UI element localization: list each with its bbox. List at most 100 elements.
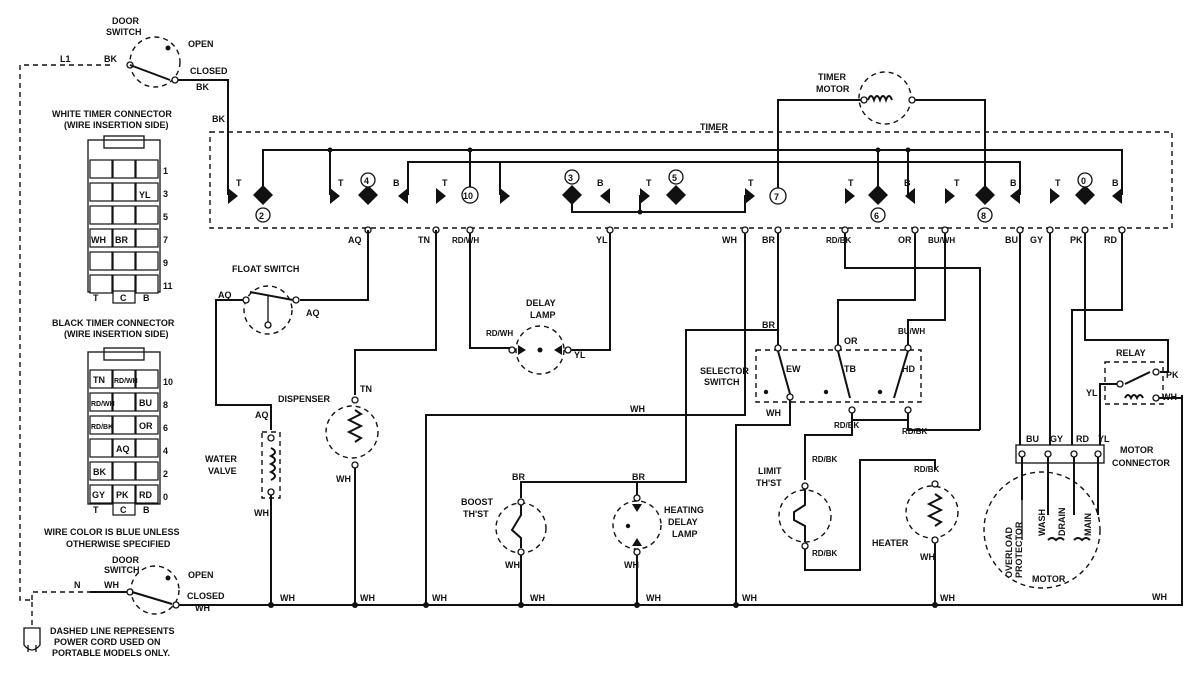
svg-text:WIRE COLOR IS BLUE UNLESS: WIRE COLOR IS BLUE UNLESS [44,527,180,537]
svg-text:PORTABLE MODELS ONLY.: PORTABLE MODELS ONLY. [52,648,170,658]
svg-text:BR: BR [632,472,645,482]
svg-text:CLOSED: CLOSED [187,591,225,601]
svg-text:(WIRE INSERTION SIDE): (WIRE INSERTION SIDE) [64,329,169,339]
svg-text:OTHERWISE SPECIFIED: OTHERWISE SPECIFIED [66,539,171,549]
heater: RD/BK HEATER WH [872,465,959,605]
svg-text:7: 7 [774,192,779,202]
door-switch-top: DOOR SWITCH OPEN CLOSED L1 BK BK BK [60,16,229,130]
svg-text:BR: BR [762,235,775,245]
delay-lamp: DELAY LAMP RD/WH YL [469,233,611,375]
svg-text:B: B [143,293,150,303]
svg-text:T: T [93,505,99,515]
svg-text:7: 7 [163,235,168,245]
svg-text:RD/WH: RD/WH [91,401,115,408]
svg-text:SELECTOR: SELECTOR [700,366,749,376]
svg-text:WH: WH [280,593,295,603]
svg-text:PROTECTOR: PROTECTOR [1014,521,1024,578]
svg-text:RD/BK: RD/BK [812,455,838,464]
svg-text:YL: YL [1098,434,1110,444]
svg-text:LAMP: LAMP [672,529,698,539]
svg-text:T: T [954,178,960,188]
heating-delay-lamp: BR HEATING DELAY LAMP WH [612,472,704,605]
svg-text:WHITE TIMER CONNECTOR: WHITE TIMER CONNECTOR [52,109,172,119]
svg-text:TH'ST: TH'ST [756,478,782,488]
svg-text:AQ: AQ [255,410,269,420]
svg-text:PK: PK [1070,235,1083,245]
svg-text:WH: WH [646,593,661,603]
svg-text:WH: WH [630,404,645,414]
svg-text:TN: TN [418,235,430,245]
svg-text:CLOSED: CLOSED [190,66,228,76]
svg-text:BR: BR [115,235,128,245]
svg-text:DASHED LINE REPRESENTS: DASHED LINE REPRESENTS [50,626,175,636]
svg-text:B: B [1010,178,1017,188]
svg-text:8: 8 [163,400,168,410]
svg-text:T: T [236,178,242,188]
svg-text:OVERLOAD: OVERLOAD [1004,526,1014,578]
svg-text:LAMP: LAMP [530,310,556,320]
svg-text:6: 6 [874,211,879,221]
svg-text:RD/BK: RD/BK [902,427,928,436]
svg-text:0: 0 [1081,176,1086,186]
neutral-rail: WH WH WH WH WH WH WH [179,395,1183,608]
svg-text:T: T [338,178,344,188]
svg-text:DRAIN: DRAIN [1057,508,1067,537]
svg-text:MAIN: MAIN [1083,513,1093,536]
wh-wire: WH [425,233,746,605]
svg-text:RD/BK: RD/BK [91,424,113,431]
svg-text:WH: WH [920,552,935,562]
svg-text:TH'ST: TH'ST [463,509,489,519]
svg-text:1: 1 [163,166,168,176]
svg-text:WATER: WATER [205,454,237,464]
svg-text:B: B [393,178,400,188]
svg-text:AQ: AQ [218,290,232,300]
svg-text:WH: WH [360,593,375,603]
svg-text:3: 3 [568,173,573,183]
white-timer-connector: WHITE TIMER CONNECTOR (WIRE INSERTION SI… [52,109,173,304]
svg-text:BU: BU [1026,434,1039,444]
svg-text:BR: BR [762,320,775,330]
svg-text:WH: WH [432,593,447,603]
svg-text:MOTOR: MOTOR [816,84,850,94]
svg-text:RD/WH: RD/WH [486,329,513,338]
svg-text:YL: YL [1086,388,1098,398]
svg-text:CONNECTOR: CONNECTOR [1112,458,1170,468]
svg-text:GY: GY [92,490,105,500]
svg-text:9: 9 [163,258,168,268]
svg-text:WH: WH [104,580,119,590]
svg-text:RD: RD [139,490,152,500]
svg-text:L1: L1 [60,54,71,64]
svg-text:T: T [1055,178,1061,188]
svg-text:DOOR: DOOR [112,555,140,565]
svg-text:SWITCH: SWITCH [104,565,140,575]
svg-text:B: B [1112,178,1119,188]
svg-text:4: 4 [364,176,369,186]
svg-text:OR: OR [898,235,912,245]
svg-text:RD: RD [1076,434,1089,444]
cord-note: DASHED LINE REPRESENTS POWER CORD USED O… [50,626,175,658]
svg-text:WH: WH [624,560,639,570]
svg-text:WH: WH [336,474,351,484]
svg-text:8: 8 [981,211,986,221]
svg-text:YL: YL [139,190,151,200]
svg-text:MOTOR: MOTOR [1032,574,1066,584]
wire-color-note: WIRE COLOR IS BLUE UNLESS OTHERWISE SPEC… [44,527,180,549]
svg-text:AQ: AQ [116,444,130,454]
svg-text:T: T [748,178,754,188]
svg-text:OR: OR [844,336,858,346]
svg-text:BOOST: BOOST [461,497,494,507]
svg-text:B: B [597,178,604,188]
svg-text:T: T [848,178,854,188]
svg-text:BK: BK [196,82,209,92]
svg-text:RD/BK: RD/BK [826,236,852,245]
svg-text:10: 10 [463,191,473,201]
svg-text:BR: BR [512,472,525,482]
svg-text:DISPENSER: DISPENSER [278,394,331,404]
black-timer-connector: BLACK TIMER CONNECTOR (WIRE INSERTION SI… [52,318,175,516]
svg-text:YL: YL [596,235,608,245]
svg-text:5: 5 [672,173,677,183]
svg-text:BU: BU [1005,235,1018,245]
svg-text:TN: TN [93,375,105,385]
svg-text:RD/BK: RD/BK [834,421,860,430]
